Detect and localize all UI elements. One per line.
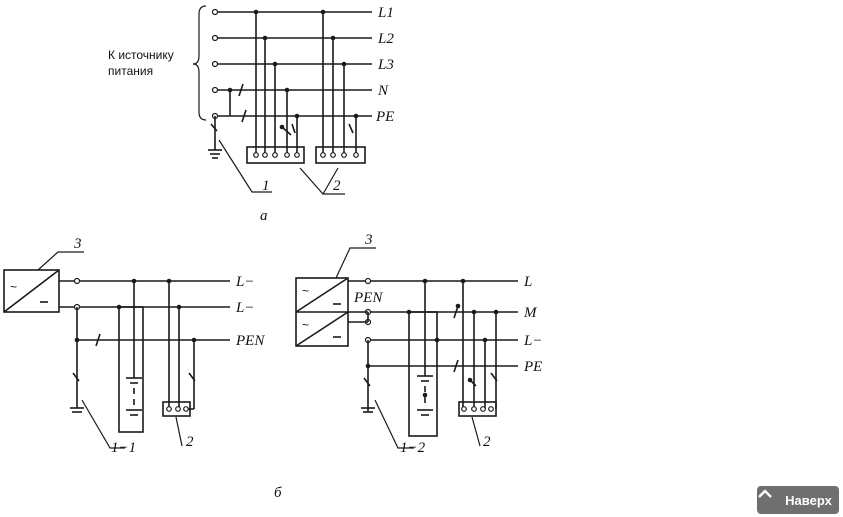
left-callout-3: 3 (73, 236, 82, 252)
conductor-n-label: N (377, 83, 389, 99)
scroll-to-top-label: Наверх (785, 492, 832, 508)
callout-2: 2 (333, 178, 341, 194)
right-conductor-l-minus: L− (523, 333, 542, 349)
caption-a: а (260, 208, 268, 224)
left-conductor-pen: PEN (235, 333, 265, 349)
right-conductor-pe: PE (523, 359, 542, 375)
svg-text:~: ~ (302, 284, 309, 298)
scroll-to-top-button[interactable]: Наверх (757, 486, 839, 514)
callout-1: 1 (262, 178, 270, 194)
diagram-b-right: ~ ~ 3 PEN L M L− PE (295, 232, 542, 456)
source-brace (192, 5, 207, 121)
source-label-line2: питания (108, 64, 153, 78)
conductor-l1-label: L1 (377, 5, 394, 21)
chevron-up-icon (758, 489, 780, 508)
svg-text:~: ~ (302, 318, 309, 332)
svg-text:~: ~ (10, 280, 17, 294)
left-callout-1: 1−1 (111, 440, 136, 456)
right-conductor-l: L (523, 274, 532, 290)
conductor-l3-label: L3 (377, 57, 394, 73)
right-callout-1: 1−2 (400, 440, 426, 456)
left-callout-2: 2 (186, 434, 194, 450)
conductor-l2-label: L2 (377, 31, 394, 47)
right-inner-pen-label: PEN (353, 290, 383, 306)
right-conductor-m: M (523, 305, 538, 321)
left-conductor-1: L− (235, 274, 254, 290)
diagram-a: К источнику питания L1 L2 L3 N PE (108, 5, 394, 224)
right-callout-3: 3 (364, 232, 373, 248)
caption-b: б (274, 485, 282, 501)
conductor-pe-label: PE (375, 109, 394, 125)
right-callout-2: 2 (483, 434, 491, 450)
source-label-line1: К источнику (108, 48, 174, 62)
diagram-b-left: ~ 3 L− L− PEN (3, 236, 265, 456)
left-conductor-2: L− (235, 300, 254, 316)
